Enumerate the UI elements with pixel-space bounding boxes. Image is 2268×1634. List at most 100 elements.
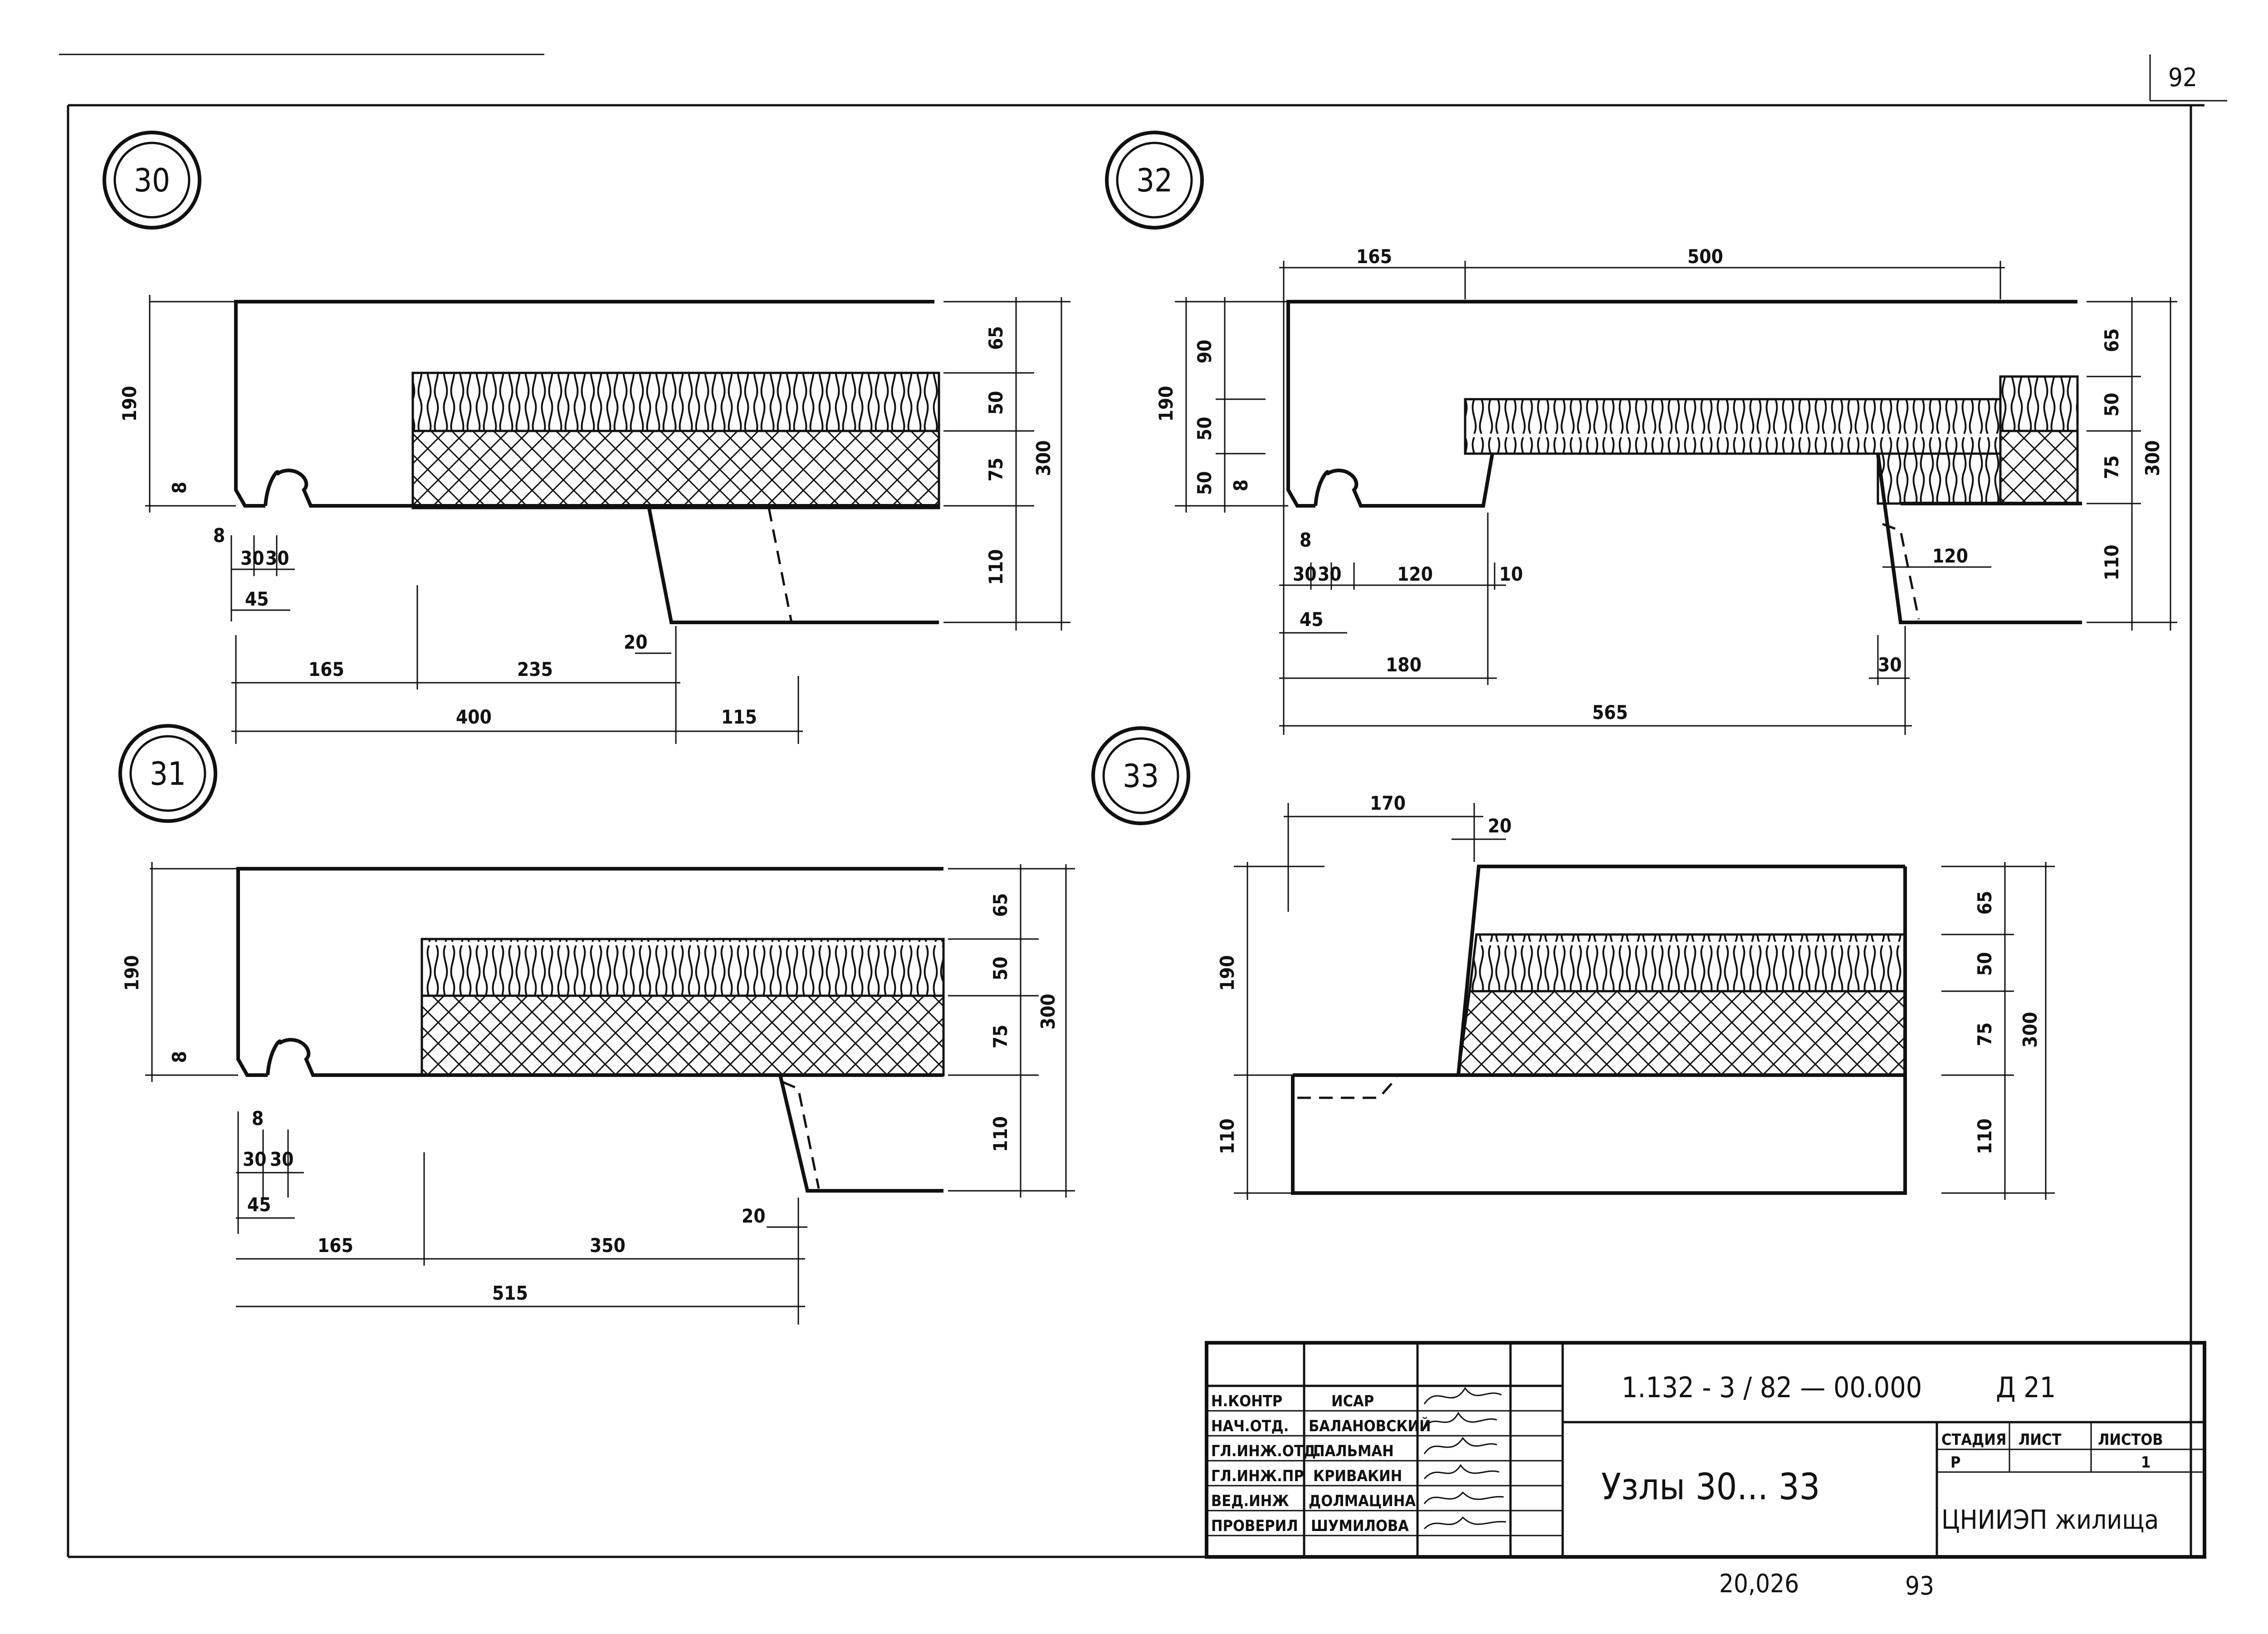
dim-33-r300: 300 bbox=[2019, 1012, 2041, 1048]
dim-30-20: 20 bbox=[624, 631, 648, 653]
dim-32-45: 45 bbox=[1300, 608, 1324, 631]
sheet-label: ЛИСТ bbox=[2019, 1431, 2061, 1449]
name-0: ИСАР bbox=[1331, 1392, 1374, 1410]
dim-33-r110: 110 bbox=[1974, 1119, 1996, 1155]
dim-32-10: 10 bbox=[1499, 563, 1523, 585]
footer-page-number: 93 bbox=[1905, 1571, 1934, 1601]
dim-33-190: 190 bbox=[1216, 955, 1238, 991]
dim-30-r50: 50 bbox=[985, 391, 1007, 415]
name-3: КРИВАКИН bbox=[1313, 1467, 1402, 1485]
node-32: 32 165 500 190 90 50 50 8 8 30 bbox=[1105, 131, 2177, 735]
dim-32-180: 180 bbox=[1386, 654, 1422, 676]
sheets-value: 1 bbox=[2141, 1453, 2151, 1472]
dim-30-190: 190 bbox=[118, 386, 141, 422]
node-32-insulation-top bbox=[1999, 375, 2079, 432]
dim-32-50b: 50 bbox=[1193, 471, 1216, 495]
node-30-hatch bbox=[411, 430, 940, 509]
node-30-label: 30 bbox=[134, 162, 170, 199]
node-31: 31 190 8 8 30 30 45 165 350 20 515 bbox=[118, 724, 1075, 1325]
role-5: ПРОВЕРИЛ bbox=[1211, 1517, 1298, 1535]
title-block-rows bbox=[1207, 1410, 1563, 1536]
dim-31-30a: 30 bbox=[243, 1148, 267, 1170]
dim-30-8v: 8 bbox=[168, 482, 191, 494]
dim-30-r75: 75 bbox=[985, 458, 1007, 482]
dim-32-165: 165 bbox=[1356, 245, 1392, 268]
dim-31-r75: 75 bbox=[989, 1025, 1012, 1049]
name-5: ШУМИЛОВА bbox=[1311, 1517, 1409, 1535]
dim-31-350: 350 bbox=[590, 1234, 626, 1257]
dim-32-30r: 30 bbox=[1878, 654, 1902, 676]
stage-value: Р bbox=[1950, 1453, 1960, 1472]
dim-30-r300: 300 bbox=[1032, 440, 1055, 476]
role-4: ВЕД.ИНЖ bbox=[1211, 1492, 1289, 1510]
dim-32-30b: 30 bbox=[1318, 563, 1342, 585]
dim-31-8h: 8 bbox=[252, 1107, 264, 1130]
node-32-hatch bbox=[1999, 430, 2079, 505]
dim-31-r300: 300 bbox=[1037, 994, 1059, 1030]
node-31-hatch bbox=[420, 994, 945, 1076]
dim-31-190: 190 bbox=[121, 955, 143, 991]
node-33: 33 170 20 190 110 65 50 75 110 300 bbox=[1091, 726, 2055, 1200]
dim-30-30a: 30 bbox=[240, 547, 264, 569]
node-33-hatch bbox=[1457, 990, 1906, 1076]
role-2: ГЛ.ИНЖ.ОТД. bbox=[1211, 1442, 1321, 1460]
dim-30-8h: 8 bbox=[213, 524, 225, 547]
dim-30-r65: 65 bbox=[985, 326, 1007, 350]
role-3: ГЛ.ИНЖ.ПР bbox=[1211, 1467, 1304, 1485]
dim-30-400: 400 bbox=[456, 706, 492, 728]
dim-32-565: 565 bbox=[1592, 701, 1628, 724]
dim-33-r75: 75 bbox=[1974, 1022, 1996, 1047]
dim-30-235: 235 bbox=[517, 658, 553, 680]
dim-32-120r: 120 bbox=[1932, 545, 1968, 567]
title-block: Н.КОНТР НАЧ.ОТД. ГЛ.ИНЖ.ОТД. ГЛ.ИНЖ.ПР В… bbox=[1205, 1341, 2206, 1559]
role-0: Н.КОНТР bbox=[1211, 1392, 1282, 1410]
dim-32-90: 90 bbox=[1193, 340, 1216, 364]
dim-30-165: 165 bbox=[308, 658, 344, 680]
dim-32-500: 500 bbox=[1687, 245, 1723, 268]
dim-32-8h: 8 bbox=[1300, 529, 1311, 551]
name-1: БАЛАНОВСКИЙ bbox=[1309, 1417, 1431, 1435]
node-30: 30 190 8 8 30 30 45 165 235 20 400 115 bbox=[103, 131, 1070, 744]
dim-30-r110: 110 bbox=[985, 549, 1007, 585]
sheet-frame bbox=[59, 54, 2227, 1558]
dim-31-165: 165 bbox=[318, 1234, 353, 1257]
dim-30-30b: 30 bbox=[265, 547, 289, 569]
page-number: 92 bbox=[2168, 63, 2197, 93]
node-31-insulation bbox=[420, 938, 945, 997]
dim-32-r50: 50 bbox=[2101, 393, 2123, 417]
dim-31-45: 45 bbox=[247, 1194, 271, 1216]
dim-32-120: 120 bbox=[1397, 563, 1433, 585]
node-32-label: 32 bbox=[1136, 162, 1173, 199]
footer-archive-number: 20,026 bbox=[1719, 1569, 1799, 1599]
name-4: ДОЛМАЦИНА bbox=[1309, 1492, 1416, 1510]
role-1: НАЧ.ОТД. bbox=[1211, 1417, 1289, 1435]
dim-32-r300: 300 bbox=[2141, 440, 2164, 476]
dim-32-r110: 110 bbox=[2101, 545, 2123, 581]
dim-31-r65: 65 bbox=[989, 893, 1012, 917]
stage-label: СТАДИЯ bbox=[1941, 1431, 2006, 1449]
doc-code: 1.132 - 3 / 82 — 00.000 bbox=[1622, 1371, 1922, 1404]
dim-32-190: 190 bbox=[1155, 386, 1177, 422]
sheets-label: ЛИСТОВ bbox=[2098, 1431, 2163, 1449]
dim-31-r50: 50 bbox=[989, 957, 1012, 981]
dim-32-r65: 65 bbox=[2101, 328, 2123, 352]
dim-33-r65: 65 bbox=[1974, 891, 1996, 915]
dim-31-20: 20 bbox=[742, 1205, 766, 1227]
dim-32-8v: 8 bbox=[1230, 479, 1252, 491]
node-31-label: 31 bbox=[150, 755, 186, 793]
name-2: ПАЛЬМАН bbox=[1313, 1442, 1394, 1460]
dim-33-170: 170 bbox=[1370, 792, 1406, 814]
dim-31-8v: 8 bbox=[168, 1051, 191, 1063]
signatures bbox=[1423, 1387, 1506, 1530]
sheet-code: Д 21 bbox=[1996, 1371, 2056, 1404]
dim-33-r50: 50 bbox=[1974, 952, 1996, 976]
dim-32-r75: 75 bbox=[2101, 455, 2123, 479]
dim-30-45: 45 bbox=[245, 588, 269, 610]
drawing-title: Узлы 30... 33 bbox=[1601, 1466, 1820, 1508]
organization: ЦНИИЭП жилища bbox=[1941, 1504, 2159, 1535]
node-32-insulation-main bbox=[1464, 398, 2002, 455]
node-30-insulation bbox=[411, 372, 940, 432]
node-33-label: 33 bbox=[1123, 758, 1159, 795]
dim-30-115: 115 bbox=[721, 706, 757, 728]
